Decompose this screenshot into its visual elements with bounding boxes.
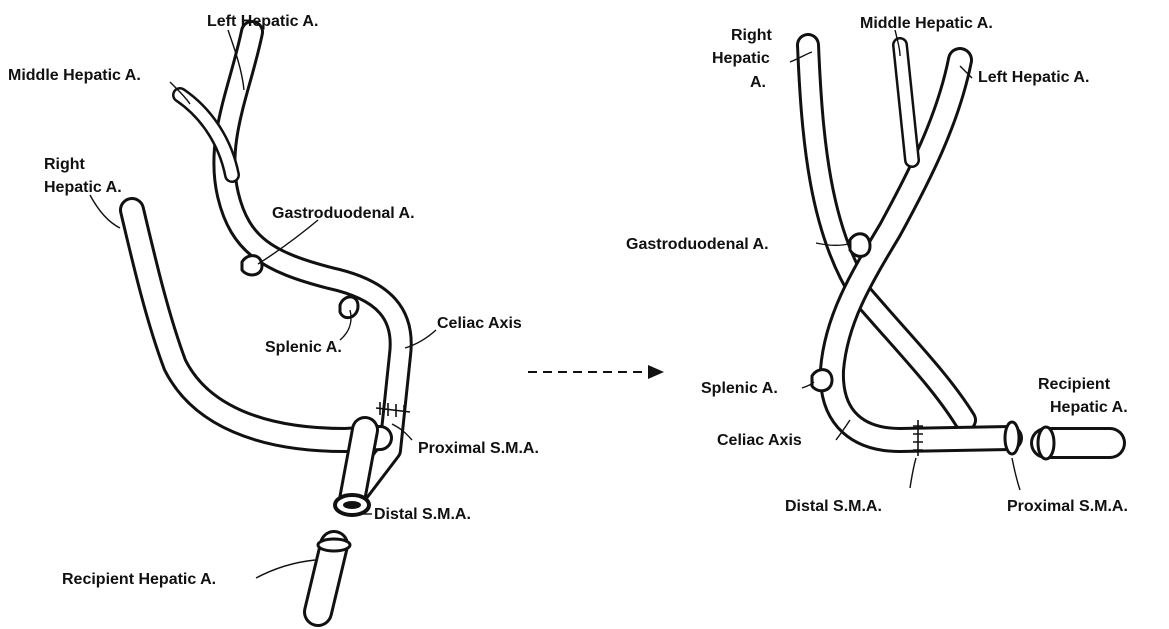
distal-sma-label-right: Distal S.M.A.	[785, 498, 882, 515]
splenic-label-right: Splenic A.	[701, 380, 778, 397]
left-hepatic-label: Left Hepatic A.	[207, 13, 318, 30]
recipient-hepatic-label-right-2: Hepatic A.	[1050, 399, 1128, 416]
left-panel-vessels	[132, 32, 410, 612]
gastroduodenal-label-right: Gastroduodenal A.	[626, 236, 769, 253]
right-hepatic-label-r1: Right	[731, 27, 773, 44]
proximal-sma-label-right: Proximal S.M.A.	[1007, 498, 1128, 515]
left-hepatic-label-right: Left Hepatic A.	[978, 69, 1089, 86]
middle-hepatic-label: Middle Hepatic A.	[8, 67, 141, 84]
transformation-arrow	[528, 365, 664, 379]
right-hepatic-label-line2: Hepatic A.	[44, 179, 122, 196]
distal-sma-label: Distal S.M.A.	[374, 506, 471, 523]
right-hepatic-label-r3: A.	[750, 74, 766, 91]
proximal-sma-label: Proximal S.M.A.	[418, 440, 539, 457]
splenic-stump-right	[812, 370, 832, 391]
splenic-stump	[340, 297, 358, 318]
splenic-label: Splenic A.	[265, 339, 342, 356]
arrow-head-icon	[648, 365, 664, 379]
gastroduodenal-stump-right	[850, 234, 870, 257]
gastroduodenal-stump	[242, 256, 262, 275]
celiac-axis-label: Celiac Axis	[437, 315, 522, 332]
right-hepatic-label-r2: Hepatic	[712, 50, 770, 67]
middle-hepatic-label-right: Middle Hepatic A.	[860, 15, 993, 32]
left-panel-labels: Left Hepatic A. Middle Hepatic A. Right …	[8, 13, 539, 588]
proximal-sma-opening	[1005, 422, 1019, 454]
celiac-axis-label-right: Celiac Axis	[717, 432, 802, 449]
recipient-hepatic-label: Recipient Hepatic A.	[62, 571, 216, 588]
gastroduodenal-label: Gastroduodenal A.	[272, 205, 415, 222]
right-hepatic-label-line1: Right	[44, 156, 86, 173]
recipient-hepatic-label-right-1: Recipient	[1038, 376, 1111, 393]
right-panel-vessels	[808, 45, 1110, 459]
